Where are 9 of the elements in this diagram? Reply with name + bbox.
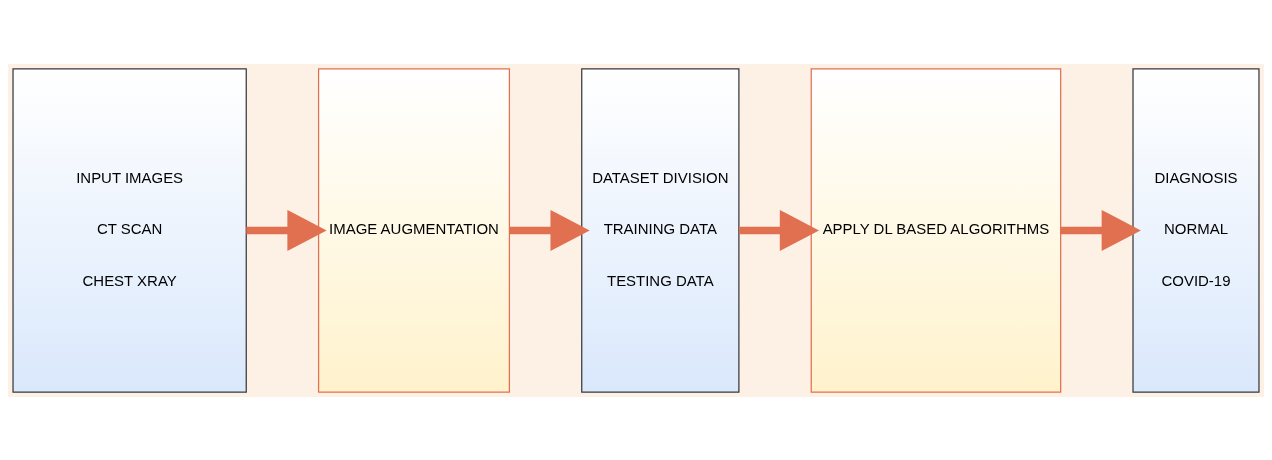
arrow xyxy=(1060,209,1141,251)
arrow xyxy=(739,209,820,251)
node-box: INPUT IMAGES CT SCAN CHEST XRAY xyxy=(12,67,247,393)
node-box: IMAGE AUGMENTATION xyxy=(317,67,511,393)
node-box: APPLY DL BASED ALGORITHMS xyxy=(810,67,1062,393)
node-box: DIAGNOSIS NORMAL COVID-19 xyxy=(1132,67,1260,393)
arrow xyxy=(246,209,327,251)
arrow xyxy=(509,209,590,251)
node-box: DATASET DIVISION TRAINING DATA TESTING DATA xyxy=(581,67,740,393)
